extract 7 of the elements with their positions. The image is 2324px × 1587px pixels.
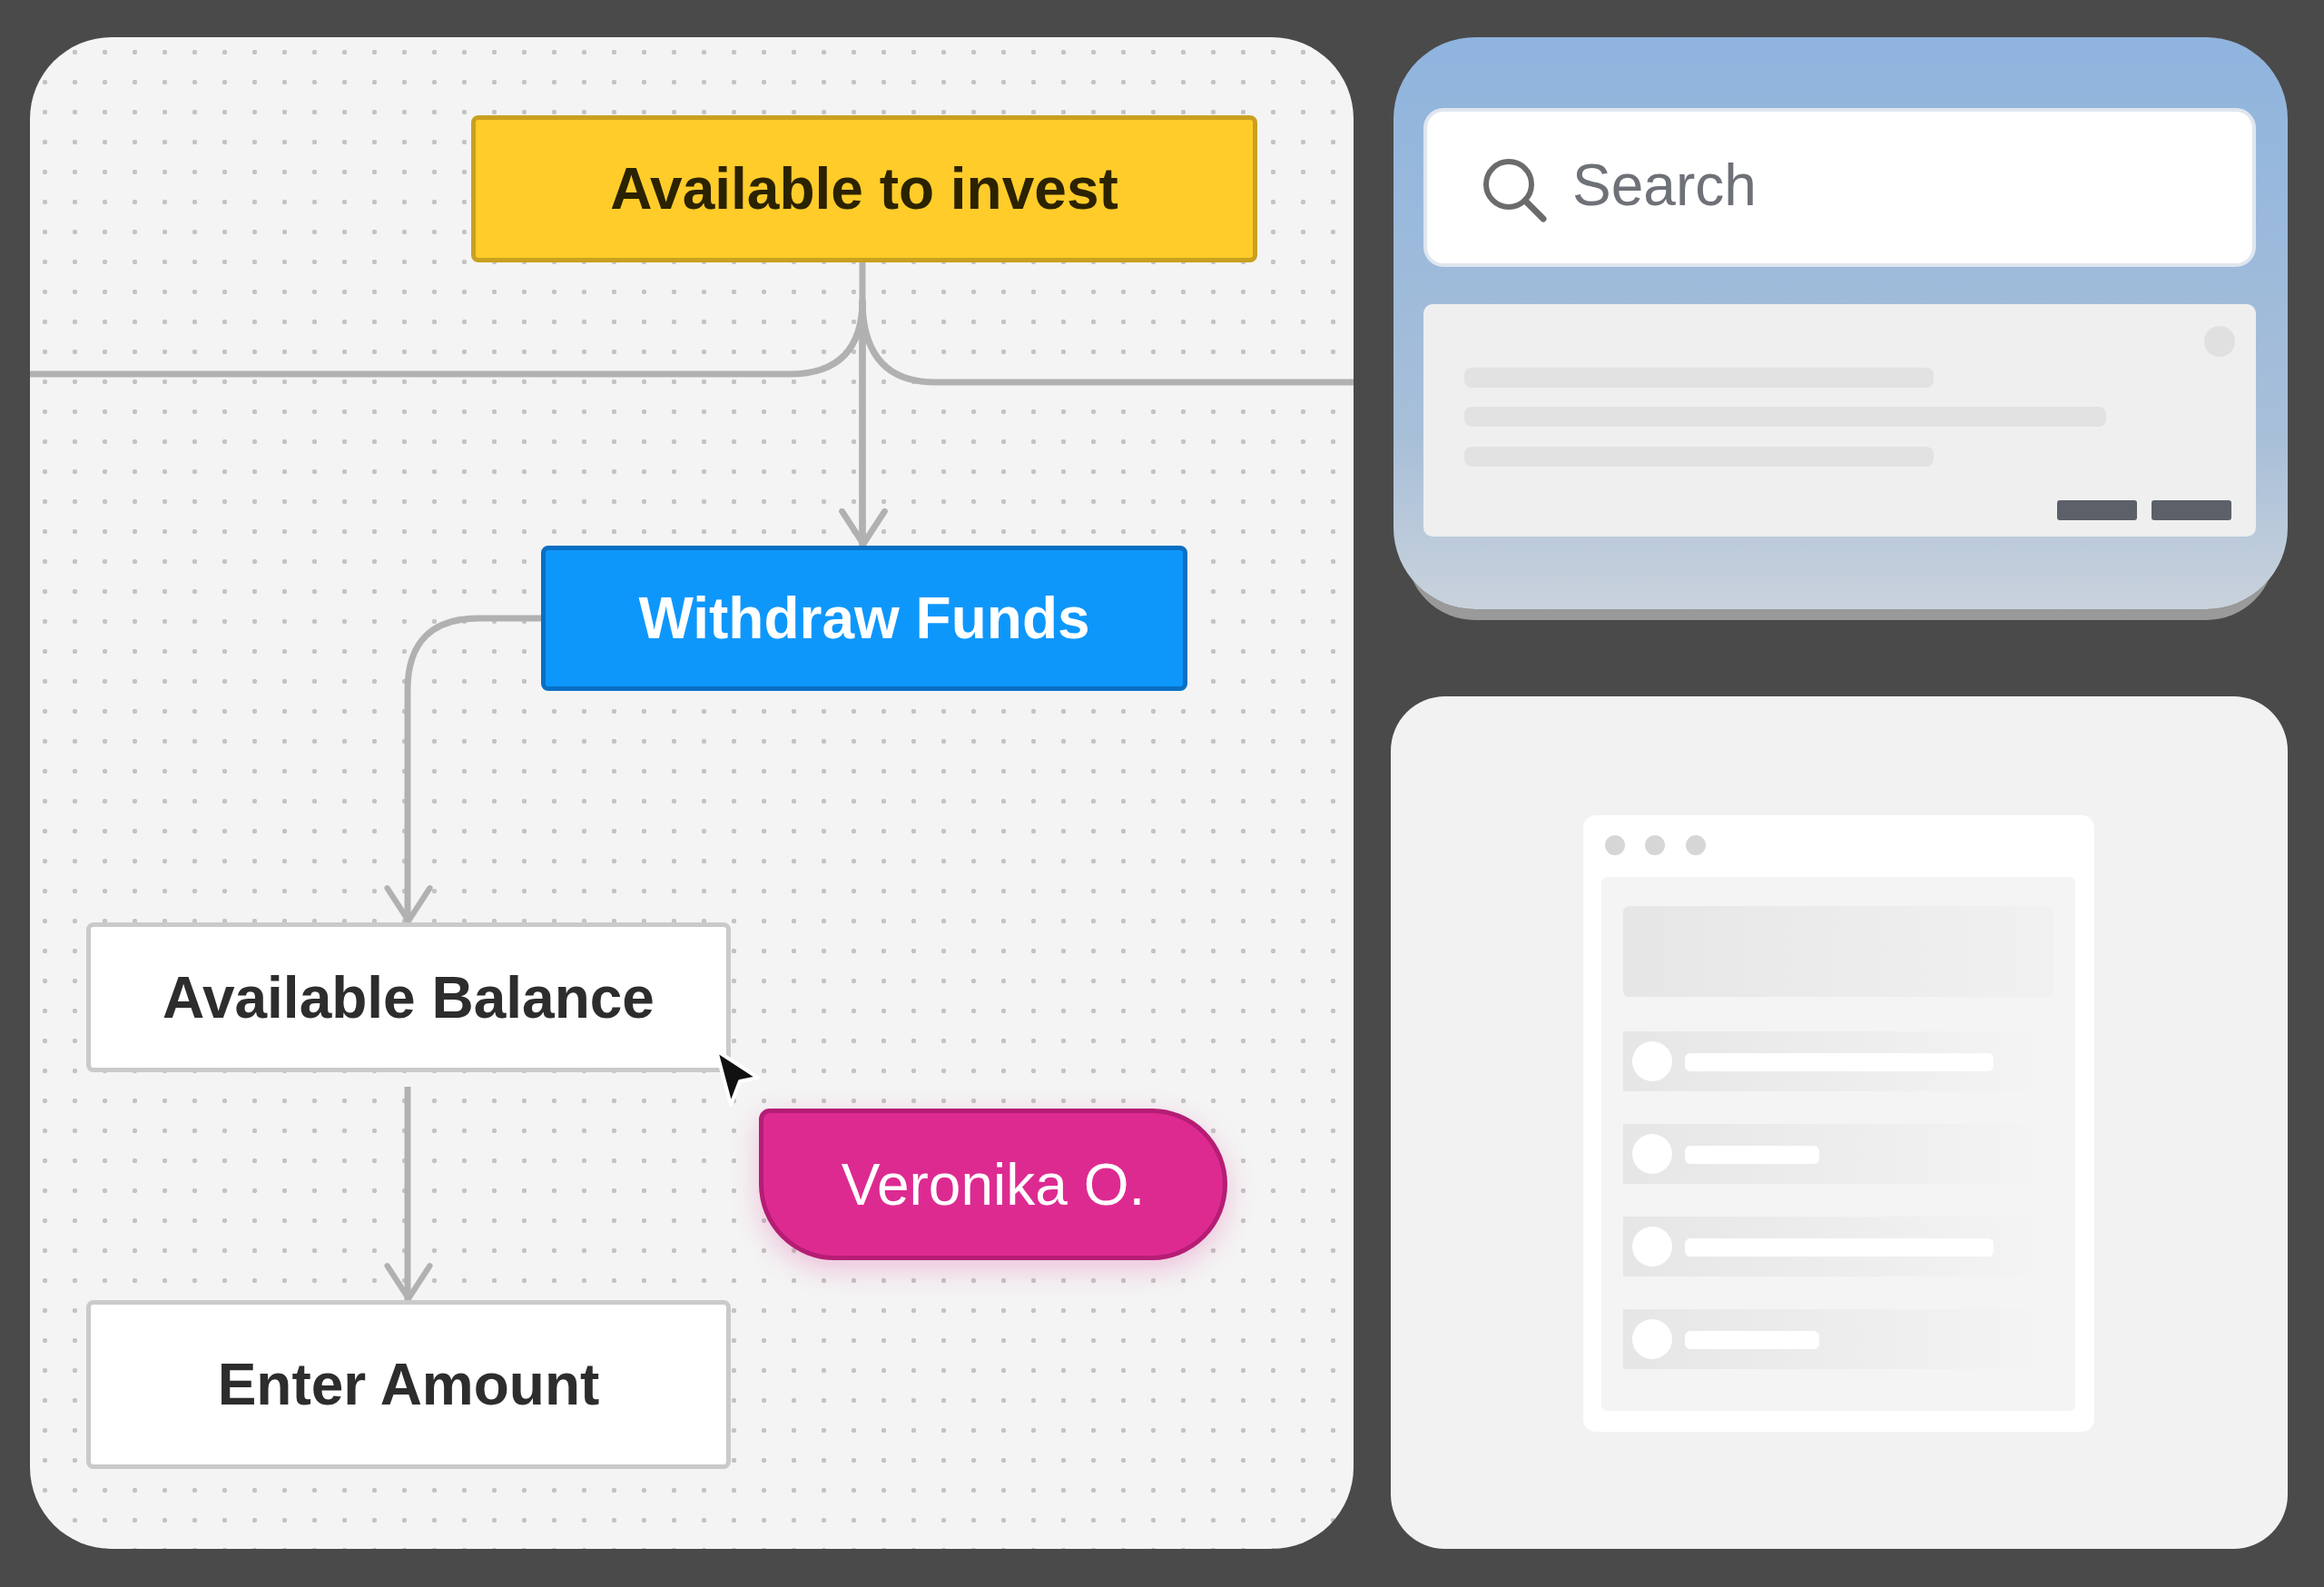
flow-step: Withdraw Funds: [541, 546, 1187, 691]
arrow: [384, 615, 541, 924]
search-field: Search: [1423, 108, 2256, 267]
flow-step: Available to invest: [471, 115, 1257, 262]
flow-step: Enter Amount: [86, 1300, 731, 1469]
flow-step: Available Balance: [86, 922, 731, 1072]
user-name-tag: Veronika O.: [759, 1109, 1227, 1260]
